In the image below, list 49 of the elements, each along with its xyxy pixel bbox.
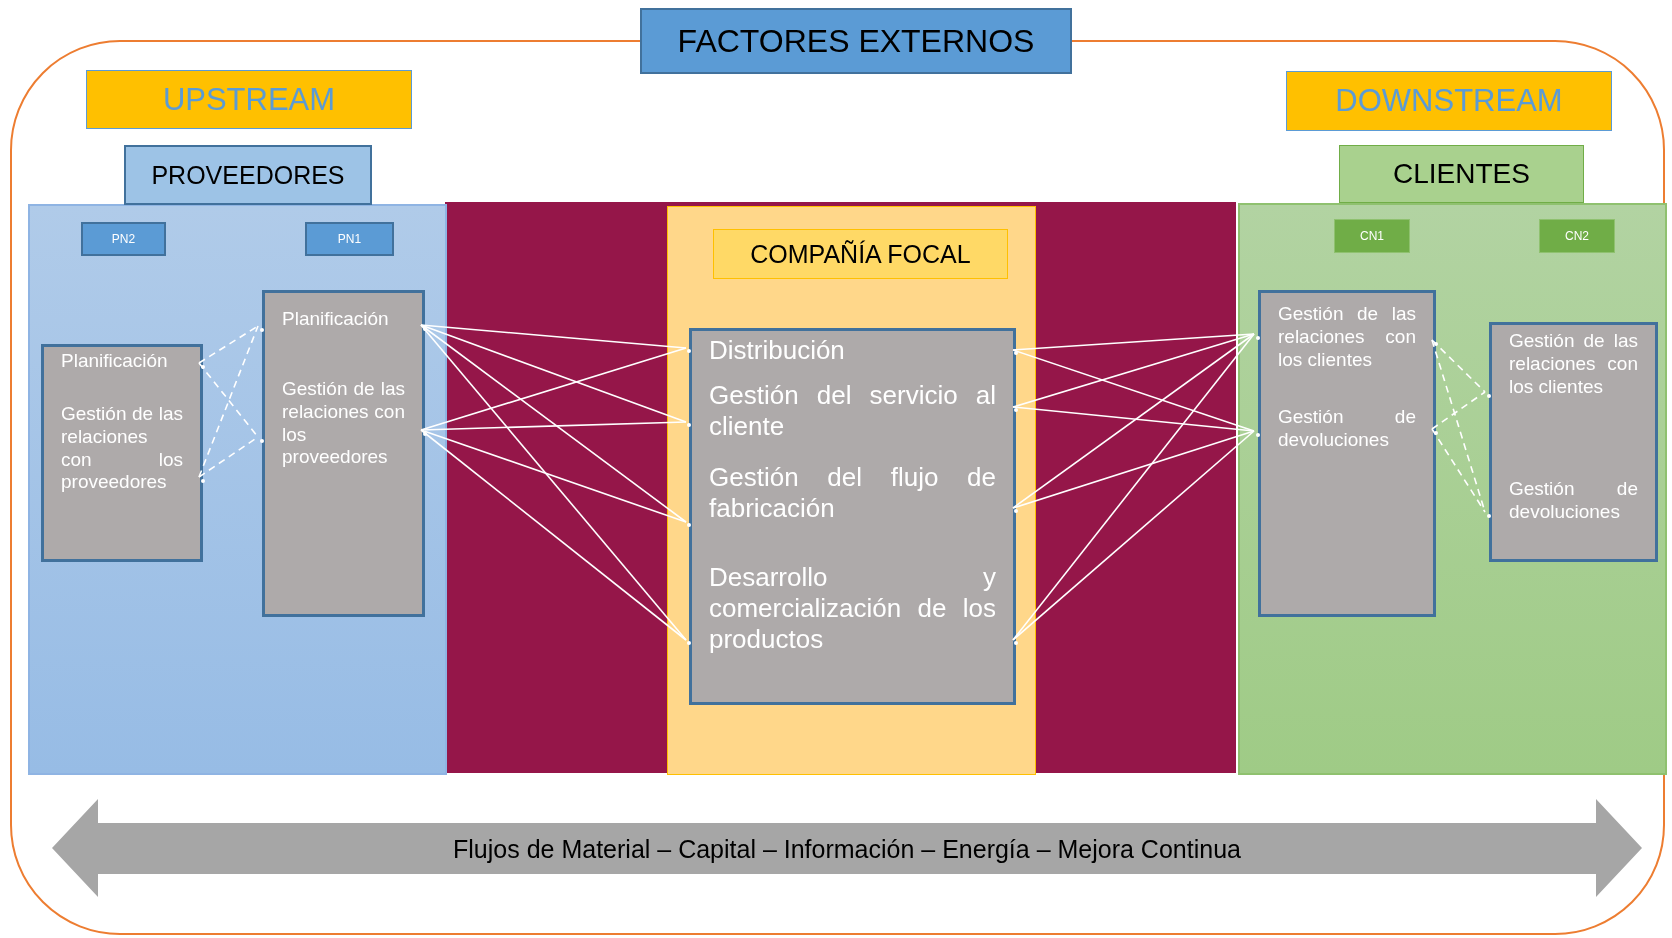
double-arrow bbox=[52, 799, 1642, 897]
function-text: Planificación bbox=[41, 346, 203, 394]
function-text: Gestión de devoluciones bbox=[1489, 474, 1658, 554]
function-text: Gestión del servicio al cliente bbox=[689, 376, 1016, 448]
process-box bbox=[262, 290, 425, 617]
connector-line bbox=[1012, 349, 1255, 432]
process-box bbox=[1258, 290, 1436, 617]
function-text: Gestión de las relaciones con los proveedores bbox=[41, 399, 203, 549]
connector-line bbox=[198, 325, 259, 364]
process-box bbox=[689, 328, 1016, 705]
connector-line bbox=[420, 324, 687, 423]
id-tag: CN1 bbox=[1334, 219, 1410, 253]
function-text: Gestión de devoluciones bbox=[1258, 402, 1436, 477]
connector-line bbox=[1012, 333, 1255, 641]
function-text: Gestión de las relaciones con los proveedores bbox=[262, 374, 425, 524]
function-text: Gestión del flujo de fabricación bbox=[689, 458, 1016, 536]
connector-line bbox=[1012, 333, 1255, 351]
connector-line bbox=[420, 429, 687, 641]
function-text: Desarrollo y comercialización de los productos bbox=[689, 558, 1016, 663]
panel-heading: PROVEEDORES bbox=[124, 145, 372, 205]
function-text: Gestión de las relaciones con los clientes bbox=[1258, 299, 1436, 389]
connector-line bbox=[420, 429, 687, 523]
function-text: Gestión de las relaciones con los clientes bbox=[1489, 326, 1658, 466]
connector-line bbox=[420, 324, 687, 523]
section-banner: UPSTREAM bbox=[86, 70, 412, 129]
connector-line bbox=[420, 324, 687, 349]
connector-line bbox=[1431, 391, 1486, 430]
connector-line bbox=[198, 325, 259, 478]
arrow-label: Flujos de Material – Capital – Información – Energía – Mejora Continua bbox=[452, 835, 1242, 864]
connector-line bbox=[1012, 430, 1255, 641]
connector-line bbox=[420, 347, 687, 431]
title-banner: FACTORES EXTERNOS bbox=[640, 8, 1072, 74]
connector-line bbox=[1012, 430, 1255, 509]
function-text: Distribución bbox=[689, 331, 1016, 375]
id-tag: PN1 bbox=[305, 222, 394, 256]
id-tag: PN2 bbox=[81, 222, 166, 256]
function-text: Planificación bbox=[262, 304, 425, 364]
connector-line bbox=[1012, 333, 1255, 509]
id-tag: CN2 bbox=[1539, 219, 1615, 253]
connector-line bbox=[420, 324, 687, 641]
panel-heading: COMPAÑÍA FOCAL bbox=[713, 229, 1008, 279]
panel-background bbox=[667, 206, 1036, 775]
connector-line bbox=[1012, 333, 1255, 408]
connector-line bbox=[1431, 339, 1486, 393]
connector-line bbox=[1431, 428, 1486, 513]
section-banner: DOWNSTREAM bbox=[1286, 71, 1612, 131]
panel-heading: CLIENTES bbox=[1339, 145, 1584, 203]
process-box bbox=[1489, 322, 1658, 562]
process-box bbox=[41, 344, 203, 562]
